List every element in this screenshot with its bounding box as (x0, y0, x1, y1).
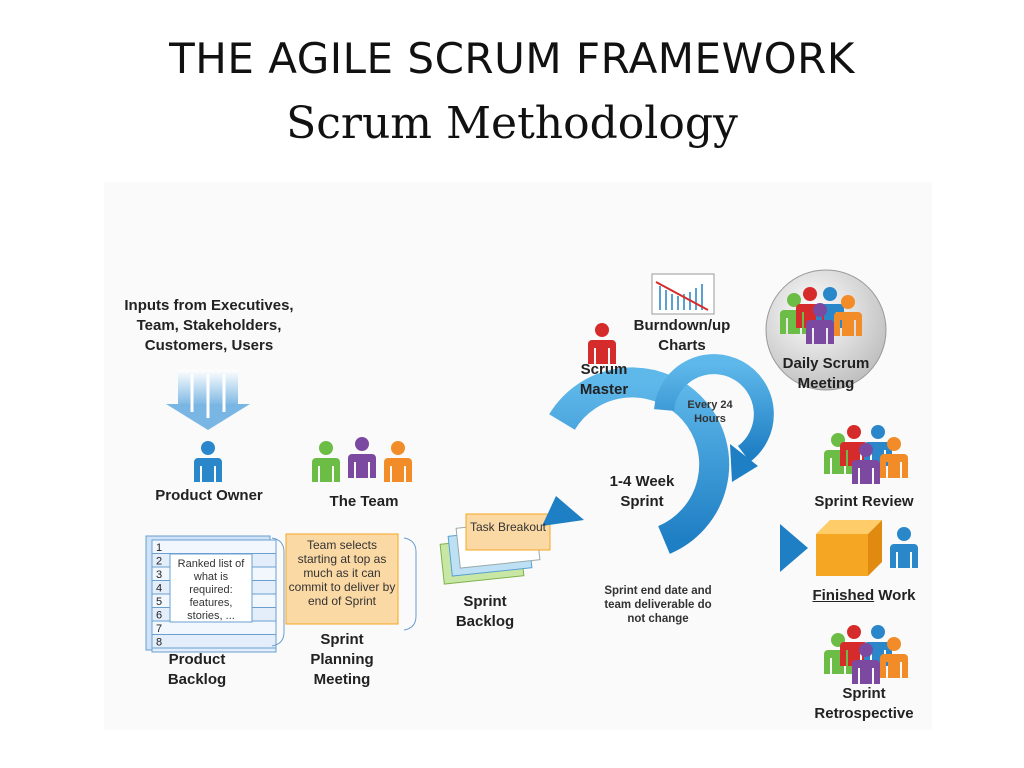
sprint-end-note: Sprint end date and team deliverable do … (604, 585, 712, 625)
backlog-row-number: 6 (156, 610, 162, 622)
product-backlog-label: Product Backlog (167, 651, 227, 688)
sprint-review-people-icon (824, 425, 908, 484)
ranked-note: Ranked list of what is required: feature… (177, 558, 245, 622)
input-arrows-icon (166, 370, 250, 430)
page-title: THE AGILE SCRUM FRAMEWORK (169, 34, 855, 83)
product-backlog-icon: 1 23 45 67 8 (145, 535, 285, 653)
backlog-row-number: 4 (156, 583, 162, 595)
daily-cycle-arrow (654, 354, 774, 482)
scrum-master-icon (588, 323, 616, 364)
backlog-row-number: 5 (156, 596, 162, 608)
sprint-retrospective-label: Sprint Retrospective (814, 685, 914, 722)
backlog-row-number: 8 (156, 637, 162, 649)
scrum-master-label: Scrum Master (579, 361, 629, 398)
backlog-row (151, 634, 277, 649)
finished-word: Finished (812, 587, 875, 604)
backlog-row (151, 620, 277, 635)
team-label: The Team (329, 493, 399, 510)
product-owner-icon (194, 441, 222, 482)
every-24-label: Every 24 Hours (687, 399, 733, 425)
scrum-diagram-graphic: 1 23 45 67 8 (145, 269, 918, 684)
task-breakout-label: Task Breakout (469, 520, 547, 534)
product-owner-label: Product Owner (155, 487, 263, 504)
sprint-loop-label: 1-4 Week Sprint (609, 473, 675, 510)
finished-work-label: Finished Work (804, 586, 924, 606)
team-icon (312, 437, 412, 482)
page-subtitle: Scrum Methodology (286, 98, 738, 149)
burndown-label: Burndown/up Charts (633, 317, 731, 354)
finished-work-icon (816, 520, 918, 576)
backlog-row-number: 3 (156, 569, 162, 581)
sprint-retrospective-people-icon (824, 625, 908, 684)
daily-scrum-label: Daily Scrum Meeting (782, 355, 870, 392)
burndown-chart-icon (651, 273, 715, 315)
sprint-planning-note (285, 533, 399, 625)
team-selects-note: Team selects starting at top as much as … (288, 538, 396, 608)
sprint-review-label: Sprint Review (814, 493, 914, 510)
work-word: Work (874, 587, 916, 604)
inputs-label: Inputs from Executives, Team, Stakeholde… (124, 297, 294, 354)
sprint-planning-label: Sprint Planning Meeting (310, 631, 374, 688)
backlog-row (151, 539, 277, 554)
backlog-row-number: 1 (156, 542, 162, 554)
sprint-backlog-label: Sprint Backlog (455, 593, 515, 630)
backlog-row-number: 2 (156, 556, 162, 568)
sprint-cycle-arrow (514, 367, 808, 572)
backlog-row-number: 7 (156, 623, 162, 635)
